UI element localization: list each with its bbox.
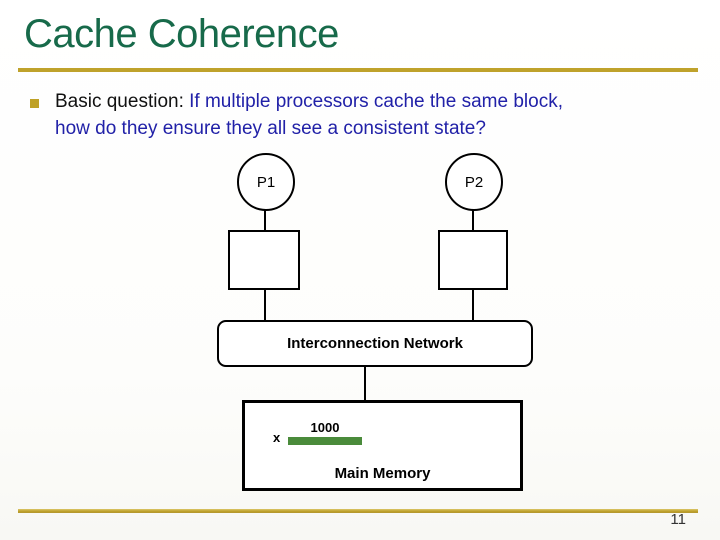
bullet-prefix: Basic question: <box>55 91 190 112</box>
bullet-line-1: Basic question: If multiple processors c… <box>55 88 700 115</box>
bullet-question-part1: If multiple processors cache the same bl… <box>189 91 563 112</box>
main-memory-label: Main Memory <box>334 465 431 482</box>
title-divider <box>18 68 698 72</box>
interconnection-network-label: Interconnection Network <box>287 335 463 352</box>
processor-p1-label: P1 <box>256 173 276 191</box>
connector-cache1-to-network <box>264 289 266 321</box>
page-number: 11 <box>670 511 686 528</box>
connector-p1-to-cache <box>264 210 266 231</box>
connector-cache2-to-network <box>472 289 474 321</box>
cache-p1-box <box>228 230 300 290</box>
connector-network-to-memory <box>364 366 366 401</box>
processor-p2-label: P2 <box>464 173 484 191</box>
memory-value-label: 1000 <box>310 420 340 435</box>
page-title: Cache Coherence <box>24 12 339 56</box>
connector-p2-to-cache <box>472 210 474 231</box>
processor-p1-circle: P1 <box>237 153 295 211</box>
cache-p2-box <box>438 230 508 290</box>
bullet-text: Basic question: If multiple processors c… <box>55 88 700 142</box>
main-memory-box: x 1000 Main Memory <box>242 400 523 491</box>
memory-block-bar <box>288 437 362 445</box>
interconnection-network-box: Interconnection Network <box>217 320 533 367</box>
bullet-question-part2: how do they ensure they all see a consis… <box>55 118 486 139</box>
bullet-square-icon <box>30 99 39 108</box>
memory-address-label: x <box>273 430 281 445</box>
processor-p2-circle: P2 <box>445 153 503 211</box>
footer-divider <box>18 509 698 513</box>
